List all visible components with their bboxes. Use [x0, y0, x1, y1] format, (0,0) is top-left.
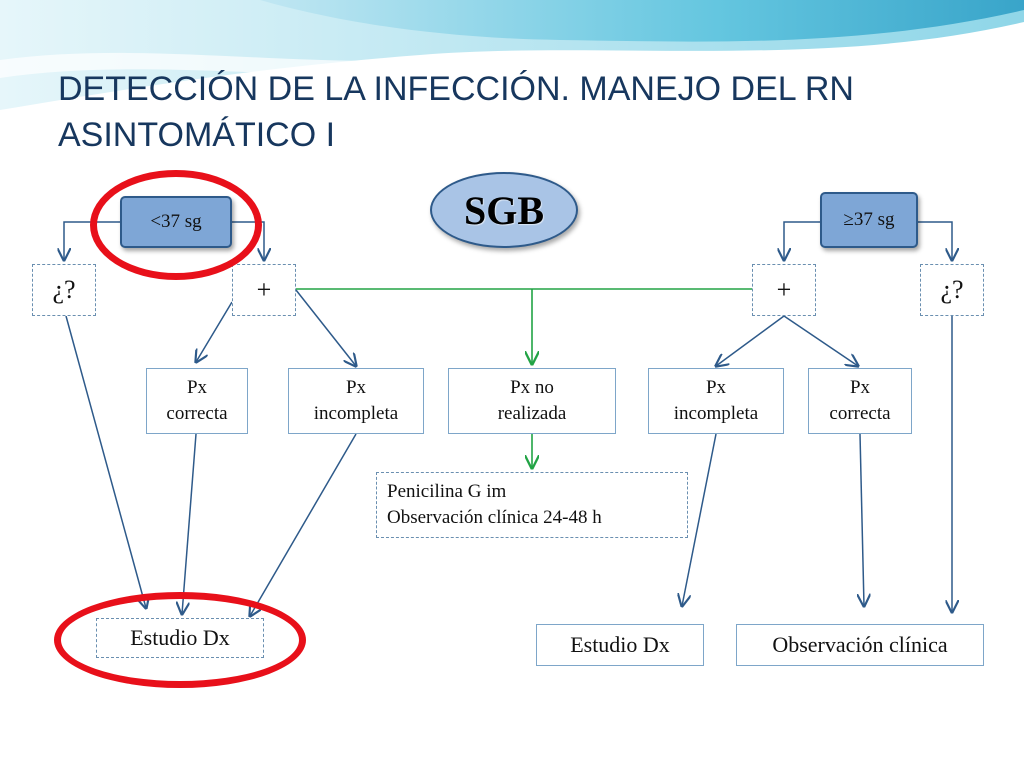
connector-plusleft-to-pxcorrecta	[196, 301, 233, 362]
highlight-ring-lt37	[90, 170, 262, 280]
sgb-oval: SGB	[430, 172, 578, 248]
node-question-left: ¿?	[32, 264, 96, 316]
node-px-incompleta-left: Px incompleta	[288, 368, 424, 434]
node-observacion-clinica: Observación clínica	[736, 624, 984, 666]
connector-plusright-to-pxincompleta	[716, 315, 785, 366]
connector-ge37-to-plusright	[784, 221, 820, 260]
node-plus-right: +	[752, 264, 816, 316]
node-ge37: ≥37 sg	[820, 192, 918, 248]
connector-ge37-to-qright	[918, 221, 952, 260]
node-penicilina: Penicilina G im Observación clínica 24-4…	[376, 472, 688, 538]
connector-pxincompleta-to-estudio	[250, 433, 357, 616]
connector-plusleft-to-pxincompleta	[295, 289, 356, 366]
connector-pxcorrecta-to-observacion	[860, 433, 864, 606]
node-plus-left: +	[232, 264, 296, 316]
node-px-no-realizada: Px no realizada	[448, 368, 616, 434]
connector-qleft-to-estudio	[65, 315, 146, 608]
highlight-ring-estudio-dx	[54, 592, 306, 688]
node-px-correcta-right: Px correcta	[808, 368, 912, 434]
connector-pxincompleta-to-estudio-right	[682, 433, 717, 606]
node-px-correcta-left: Px correcta	[146, 368, 248, 434]
connector-pxcorrecta-to-estudio	[182, 433, 197, 614]
connector-plusright-to-pxcorrecta	[783, 315, 858, 366]
node-question-right: ¿?	[920, 264, 984, 316]
node-px-incompleta-right: Px incompleta	[648, 368, 784, 434]
page-title: DETECCIÓN DE LA INFECCIÓN. MANEJO DEL RN…	[58, 70, 854, 154]
node-estudio-dx-right: Estudio Dx	[536, 624, 704, 666]
